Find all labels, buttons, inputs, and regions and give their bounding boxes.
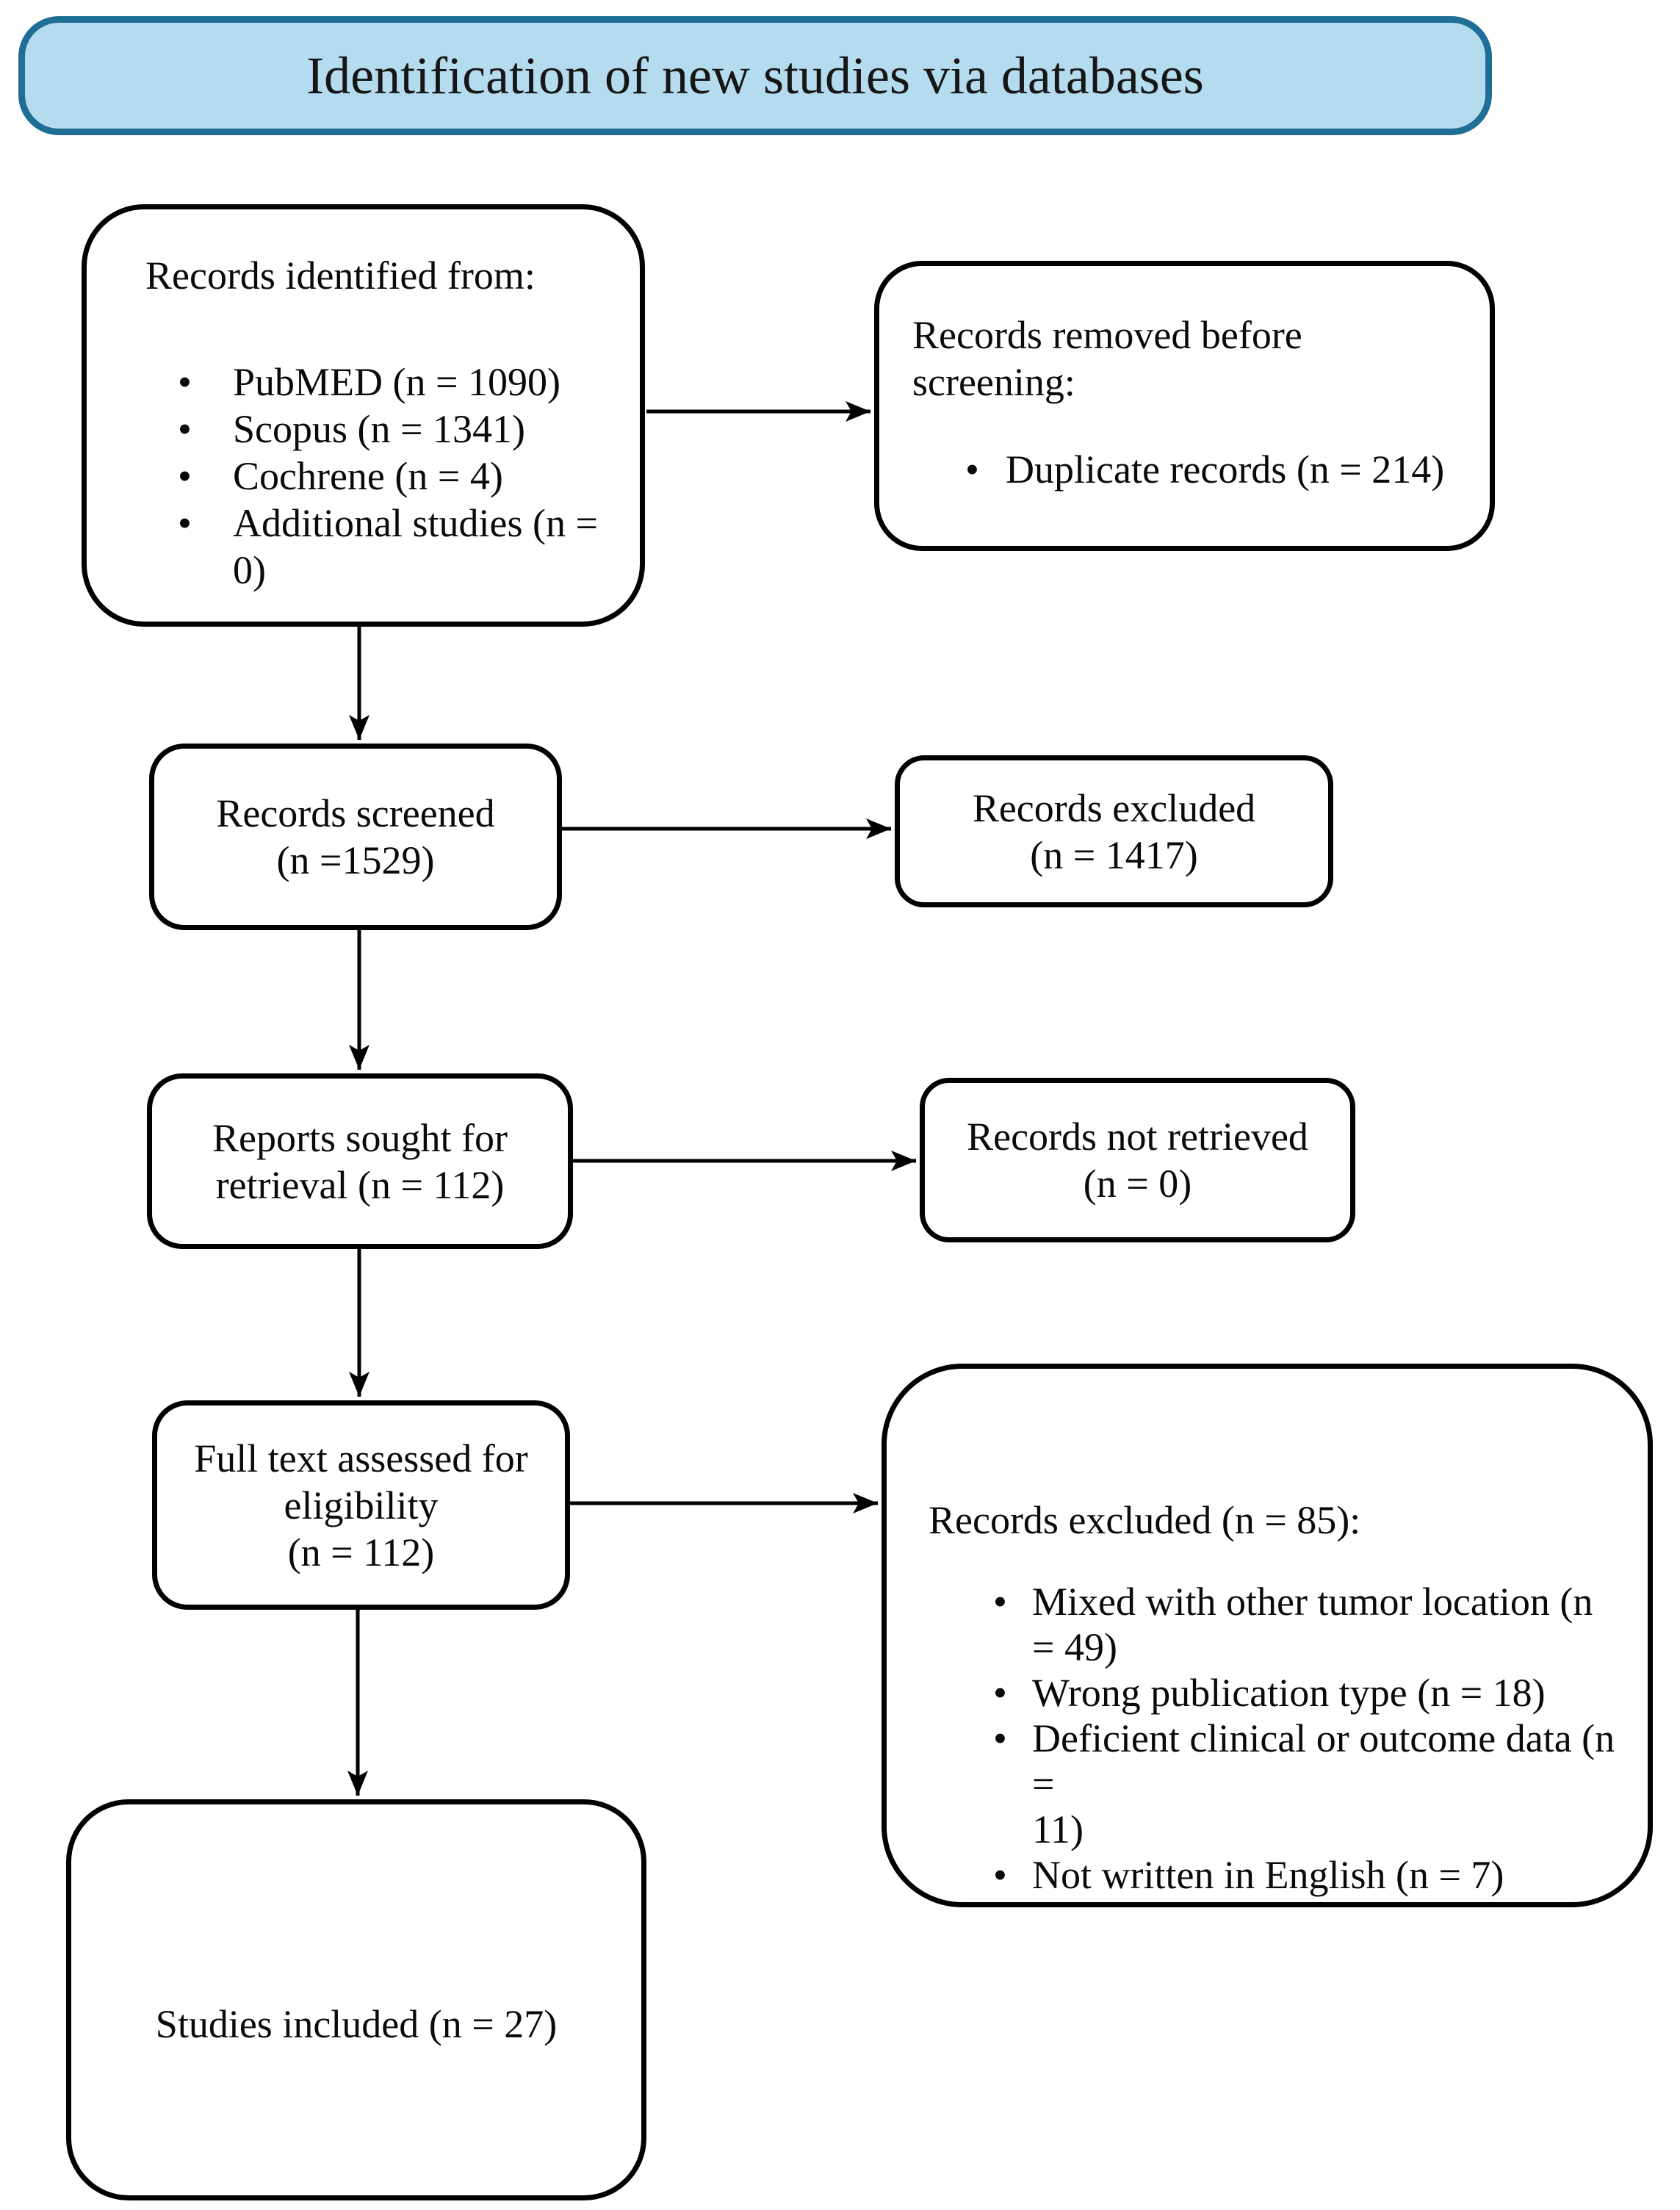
box-studies-included: Studies included (n = 27) <box>66 1799 646 2200</box>
bullet-item: Deficient clinical or outcome data (n = … <box>993 1716 1622 1852</box>
title-banner: Identification of new studies via databa… <box>18 16 1492 135</box>
box-reports-sought: Reports sought for retrieval (n = 112) <box>147 1073 573 1249</box>
box-records-identified: Records identified from: PubMED (n = 109… <box>82 204 645 627</box>
page-title: Identification of new studies via databa… <box>306 46 1204 105</box>
records-identified-bullet-list: PubMED (n = 1090)Scopus (n = 1341)Cochre… <box>145 359 618 594</box>
box-full-text-assessed: Full text assessed for eligibility (n = … <box>152 1400 570 1610</box>
records-removed-bullet-list: Duplicate records (n = 214) <box>912 446 1468 493</box>
bullet-item: Wrong publication type (n = 18) <box>993 1670 1622 1716</box>
bullet-item: Not written in English (n = 7) <box>993 1852 1622 1898</box>
box-records-screened: Records screened (n =1529) <box>149 744 562 930</box>
bullet-item: Additional studies (n = 0) <box>178 500 618 594</box>
box-records-removed: Records removed before screening: Duplic… <box>874 261 1495 551</box>
bullet-item: Duplicate records (n = 214) <box>965 446 1468 493</box>
box-records-excluded-screening: Records excluded (n = 1417) <box>895 755 1333 907</box>
bullet-item: PubMED (n = 1090) <box>178 359 618 406</box>
box-heading: Records excluded (n = 85): <box>929 1498 1361 1542</box>
box-records-not-retrieved: Records not retrieved (n = 0) <box>920 1078 1355 1242</box>
records-excluded-bullet-list: Mixed with other tumor location (n = 49)… <box>929 1579 1622 1898</box>
box-heading: Records removed before screening: <box>912 313 1302 404</box>
bullet-item: Mixed with other tumor location (n = 49) <box>993 1579 1622 1670</box>
box-records-excluded-fulltext: Records excluded (n = 85): Mixed with ot… <box>882 1364 1653 1907</box>
bullet-item: Cochrene (n = 4) <box>178 453 618 500</box>
bullet-item: Scopus (n = 1341) <box>178 406 618 453</box>
box-heading: Records identified from: <box>145 253 536 298</box>
